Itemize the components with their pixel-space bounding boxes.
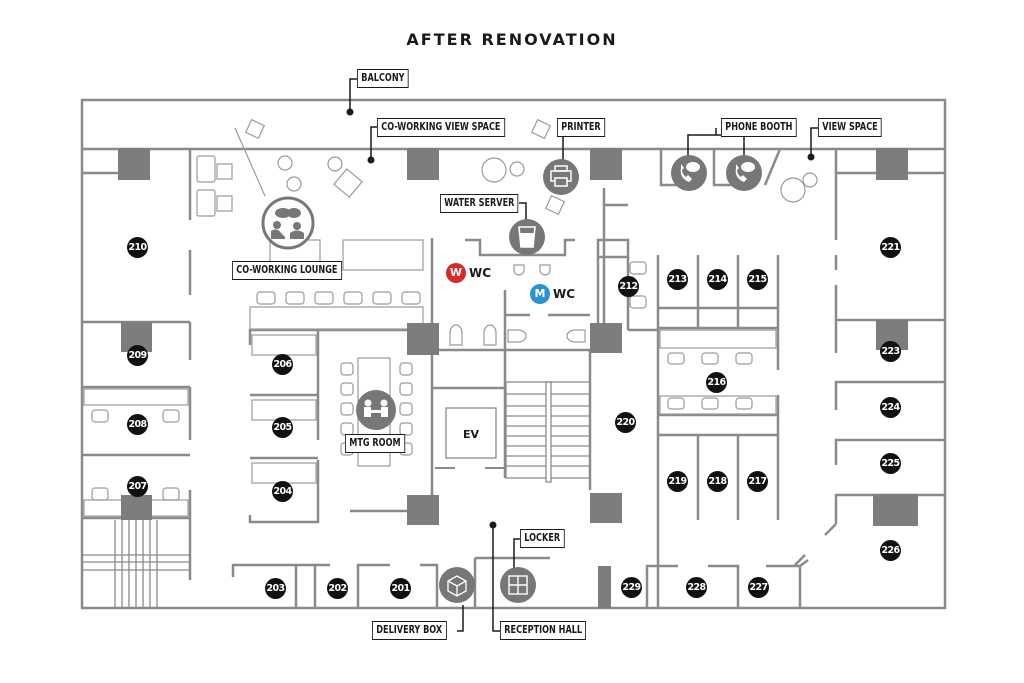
womens-restroom: W WC	[446, 263, 491, 283]
room-208[interactable]: 208	[127, 414, 148, 435]
people-chat-icon	[261, 196, 315, 250]
page-title: AFTER RENOVATION	[406, 30, 618, 49]
room-229[interactable]: 229	[621, 577, 642, 598]
meeting-icon	[356, 390, 396, 430]
label-locker: LOCKER	[520, 529, 565, 548]
room-219[interactable]: 219	[667, 471, 688, 492]
men-wc-label: WC	[553, 287, 576, 301]
women-wc-label: WC	[469, 266, 492, 280]
label-balcony: BALCONY	[357, 69, 409, 88]
elevator-label: EV	[463, 428, 480, 441]
label-coworking-view-space: CO-WORKING VIEW SPACE	[377, 118, 505, 137]
label-mtg-room: MTG ROOM	[345, 434, 405, 453]
columns	[118, 148, 918, 608]
outer-wall	[80, 98, 947, 610]
room-220[interactable]: 220	[615, 412, 636, 433]
label-view-space: VIEW SPACE	[818, 118, 883, 137]
room-215[interactable]: 215	[747, 269, 768, 290]
printer-icon	[543, 159, 579, 195]
room-224[interactable]: 224	[880, 397, 901, 418]
furniture	[83, 118, 818, 517]
label-printer: PRINTER	[557, 118, 605, 137]
mens-restroom: M WC	[530, 284, 575, 304]
room-218[interactable]: 218	[707, 471, 728, 492]
phone-chat-icon	[671, 155, 707, 191]
room-201[interactable]: 201	[390, 578, 411, 599]
room-210[interactable]: 210	[127, 237, 148, 258]
room-228[interactable]: 228	[686, 577, 707, 598]
stairs-center	[435, 381, 591, 483]
room-203[interactable]: 203	[265, 578, 286, 599]
room-225[interactable]: 225	[880, 453, 901, 474]
room-205[interactable]: 205	[272, 417, 293, 438]
label-coworking-lounge: CO-WORKING LOUNGE	[232, 261, 342, 280]
room-223[interactable]: 223	[880, 341, 901, 362]
room-227[interactable]: 227	[748, 577, 769, 598]
stairs-left	[82, 520, 190, 608]
walls	[80, 98, 947, 610]
elevator	[445, 407, 497, 459]
room-212[interactable]: 212	[618, 276, 639, 297]
room-202[interactable]: 202	[327, 578, 348, 599]
locker-icon	[500, 567, 536, 603]
room-207[interactable]: 207	[127, 476, 148, 497]
room-226[interactable]: 226	[880, 540, 901, 561]
label-phone-booth: PHONE BOOTH	[721, 118, 797, 137]
room-204[interactable]: 204	[272, 481, 293, 502]
room-217[interactable]: 217	[747, 471, 768, 492]
leader-dots	[346, 108, 815, 529]
water-glass-icon	[509, 219, 545, 255]
women-badge: W	[446, 263, 466, 283]
box-icon	[439, 567, 475, 603]
room-206[interactable]: 206	[272, 354, 293, 375]
phone-chat-icon	[726, 155, 762, 191]
room-214[interactable]: 214	[707, 269, 728, 290]
men-badge: M	[530, 284, 550, 304]
room-209[interactable]: 209	[127, 345, 148, 366]
label-reception-hall: RECEPTION HALL	[500, 621, 587, 640]
room-221[interactable]: 221	[880, 237, 901, 258]
room-216[interactable]: 216	[706, 372, 727, 393]
label-water-server: WATER SERVER	[440, 194, 519, 213]
room-213[interactable]: 213	[667, 269, 688, 290]
label-delivery-box: DELIVERY BOX	[372, 621, 447, 640]
